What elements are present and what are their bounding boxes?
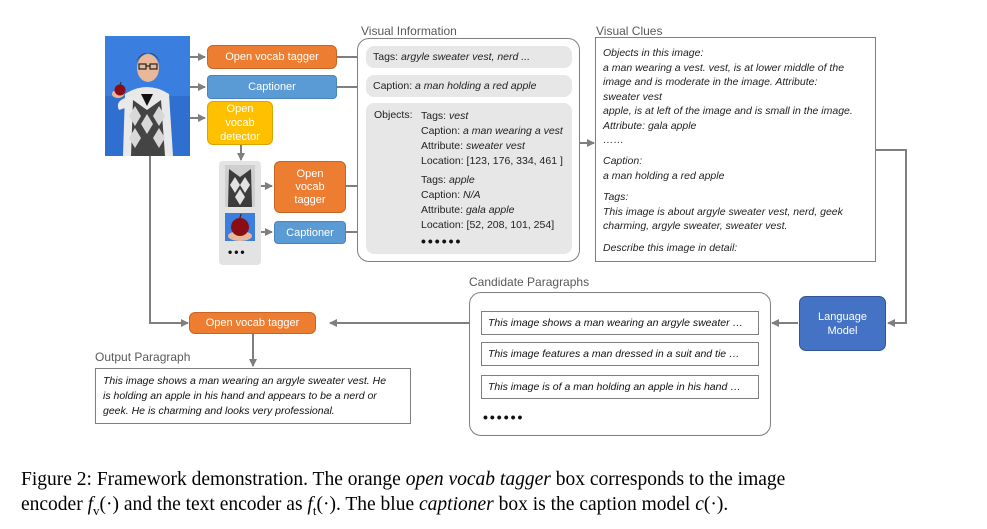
open-vocab-tagger-box: Open vocab tagger xyxy=(207,45,337,69)
caption-row: Caption: a man holding a red apple xyxy=(366,75,572,97)
object-entry-apple: Tags: apple Caption: N/A Attribute: gala… xyxy=(421,174,555,231)
output-paragraph-box: This image shows a man wearing an argyle… xyxy=(95,368,411,424)
output-paragraph-title: Output Paragraph xyxy=(95,350,191,364)
figure-caption-line-2: encoder fv(·) and the text encoder as ft… xyxy=(21,494,729,518)
open-vocab-tagger-label: Open vocab tagger xyxy=(225,50,319,63)
crop-tagger-label-line-3: tagger xyxy=(294,193,326,206)
language-model-label-line-1: Language xyxy=(818,310,867,323)
language-model-label-line-2: Model xyxy=(827,324,858,337)
candidates-ellipsis: •••••• xyxy=(483,409,525,425)
detector-label-line-3: detector xyxy=(220,131,260,143)
candidate-paragraph-1: This image shows a man wearing an argyle… xyxy=(481,311,759,335)
detector-label-line-1: Open xyxy=(226,103,254,115)
visual-clues-text-top: Objects in this image: a man wearing a v… xyxy=(603,47,853,146)
open-vocab-detector-box: Open vocab detector xyxy=(207,101,273,145)
crop-captioner-box: Captioner xyxy=(274,221,346,244)
captioner-label: Captioner xyxy=(248,81,296,93)
crops-ellipsis: ••• xyxy=(228,245,247,259)
candidate-paragraph-3: This image is of a man holding an apple … xyxy=(481,375,759,399)
visual-information-title: Visual Information xyxy=(361,24,457,38)
figure-caption: Figure 2: Framework demonstration. The o… xyxy=(21,467,785,523)
objects-ellipsis: •••••• xyxy=(421,233,463,249)
apple-crop-image xyxy=(225,213,255,241)
caption-key: Caption: xyxy=(373,80,413,92)
output-tagger-label: Open vocab tagger xyxy=(205,316,300,329)
crop-tagger-label-line-1: Open xyxy=(296,167,324,180)
man-with-apple-photo xyxy=(105,36,190,156)
visual-clues-text-prompt: Describe this image in detail: xyxy=(603,242,738,254)
detector-label-line-2: vocab xyxy=(225,117,255,129)
tags-value: argyle sweater vest, nerd ... xyxy=(401,51,531,63)
object-entry-vest: Tags: vest Caption: a man wearing a vest… xyxy=(421,110,563,167)
figure-caption-line-1: Figure 2: Framework demonstration. The o… xyxy=(21,469,786,490)
tags-row: Tags: argyle sweater vest, nerd ... xyxy=(366,46,572,68)
language-model-box: Language Model xyxy=(799,296,886,351)
captioner-box: Captioner xyxy=(207,75,337,99)
objects-key: Objects: xyxy=(374,109,413,121)
input-image xyxy=(105,36,190,156)
candidate-paragraphs-title: Candidate Paragraphs xyxy=(469,275,590,289)
crops-panel: ••• xyxy=(219,161,261,265)
visual-clues-text-tags: Tags: This image is about argyle sweater… xyxy=(603,191,843,232)
visual-clues-text-caption: Caption: a man holding a red apple xyxy=(603,155,725,182)
visual-clues-box: Objects in this image: a man wearing a v… xyxy=(595,37,876,262)
candidate-paragraph-2: This image features a man dressed in a s… xyxy=(481,342,759,366)
crop-tagger-label-line-2: vocab xyxy=(295,180,325,193)
tags-key: Tags: xyxy=(373,51,399,63)
caption-value: a man holding a red apple xyxy=(415,80,537,92)
output-paragraph-line-1: This image shows a man wearing an argyle… xyxy=(103,375,387,387)
output-paragraph-line-3: geek. He is charming and looks very prof… xyxy=(103,405,335,417)
visual-clues-title: Visual Clues xyxy=(596,24,663,38)
crop-captioner-label: Captioner xyxy=(286,226,334,239)
crop-open-vocab-tagger-box: Open vocab tagger xyxy=(274,161,346,213)
output-open-vocab-tagger-box: Open vocab tagger xyxy=(189,312,316,334)
output-paragraph-line-2: is holding an apple in his hand and appe… xyxy=(103,390,377,402)
objects-box: Objects: Tags: vest Caption: a man weari… xyxy=(366,103,572,254)
vest-crop-image xyxy=(225,165,255,207)
